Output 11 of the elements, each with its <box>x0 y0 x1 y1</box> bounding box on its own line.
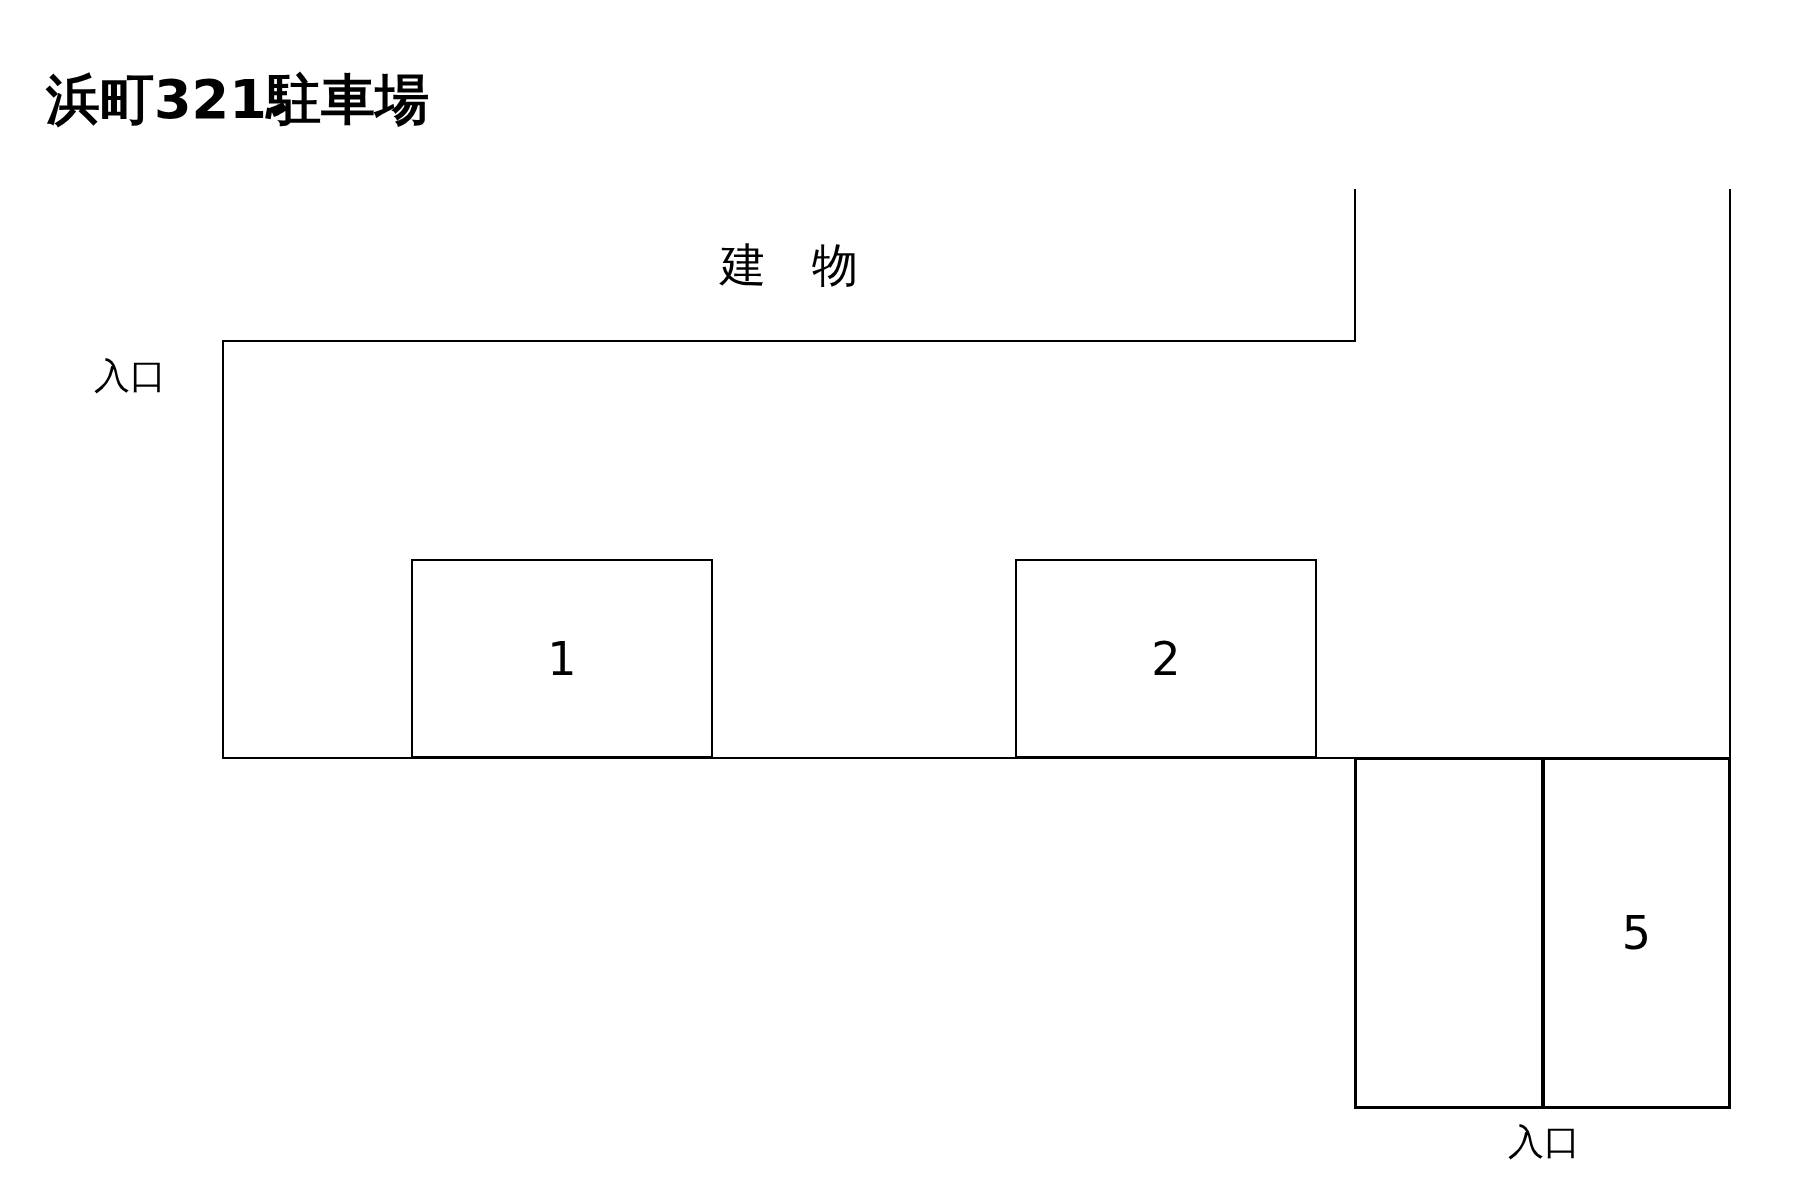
parking-space <box>1015 559 1317 758</box>
parking-space <box>1543 758 1730 1108</box>
title: 浜町321駐車場 <box>46 67 429 133</box>
building-label: 建 物 <box>720 237 858 294</box>
entrance-label: 入口 <box>94 353 166 398</box>
entrance-label: 入口 <box>1508 1119 1580 1164</box>
space-number: 2 <box>1151 631 1181 686</box>
space-number: 1 <box>547 631 577 686</box>
parking-space <box>411 559 713 758</box>
space-number: 5 <box>1621 906 1652 960</box>
parking-space <box>1355 758 1543 1108</box>
